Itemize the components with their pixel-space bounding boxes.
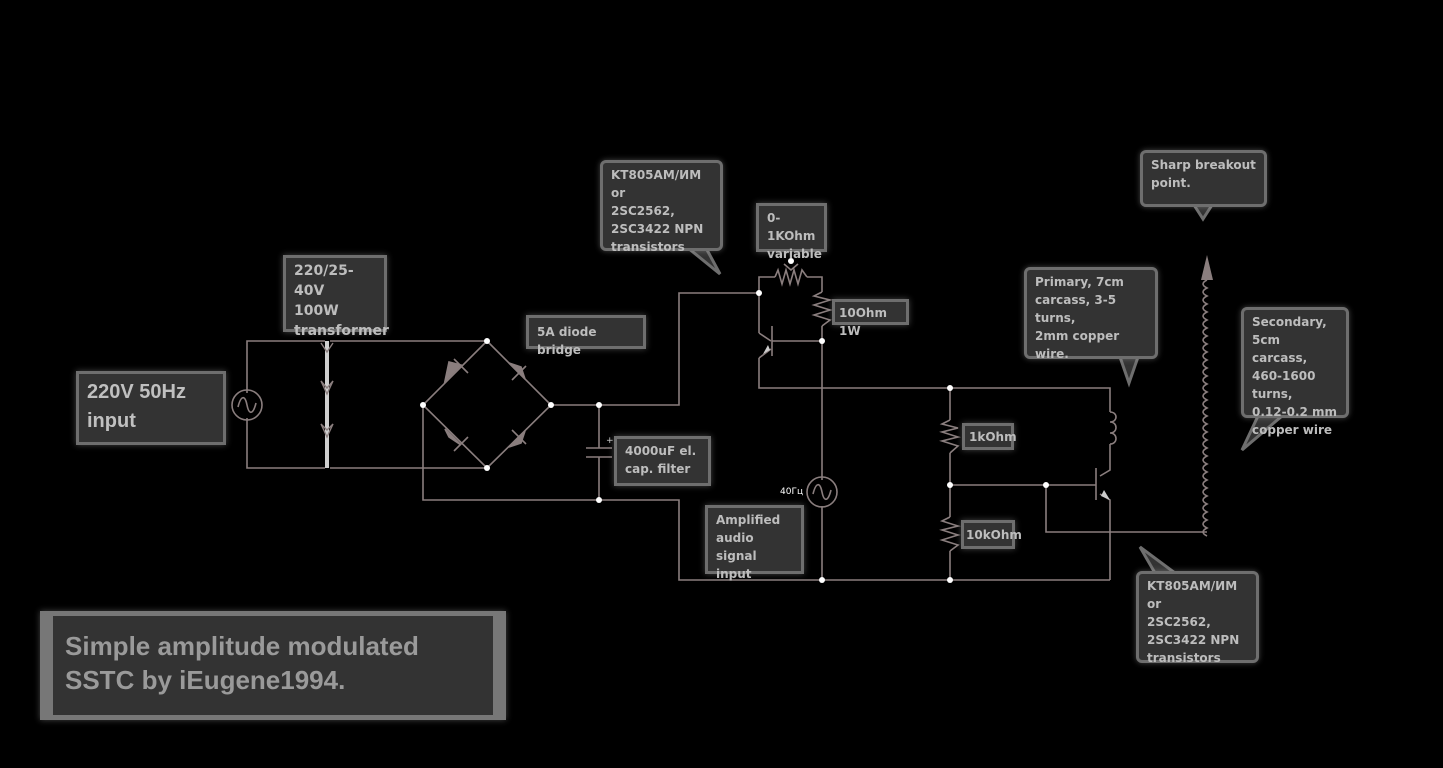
wire: [758, 332, 772, 342]
diagram-title: Simple amplitude modulated SSTC by iEuge…: [53, 616, 493, 715]
diode-icon: [443, 361, 463, 384]
diode-bridge-wires: [421, 340, 553, 470]
sine-wave-icon: [237, 396, 257, 414]
node: [947, 482, 953, 488]
wires: [246, 276, 1207, 581]
node: [1043, 482, 1049, 488]
diode-bar: [511, 365, 527, 381]
potentiometer-label: 0-1KOhm variable: [756, 203, 827, 261]
resistor-icon: [939, 516, 961, 552]
node: [548, 402, 554, 408]
primary-coil-label: Primary, 7cm carcass, 3-5 turns, 2mm cop…: [1024, 267, 1158, 361]
diode-icon: [508, 430, 526, 448]
resistor-icon: [811, 291, 833, 327]
diode-bar: [511, 429, 527, 445]
primary-coil-icon: [1109, 411, 1117, 445]
capacitor-label: 4000uF el. cap. filter: [614, 436, 711, 486]
diode-bar: [453, 358, 469, 374]
input-label: 220V 50Hz input: [76, 371, 226, 445]
bubble-tail: [1138, 545, 1180, 575]
wiper-icon: [783, 263, 799, 272]
node: [484, 465, 490, 471]
wire: [1045, 485, 1207, 533]
wire: [246, 418, 325, 469]
node: [596, 497, 602, 503]
diodes: [443, 358, 527, 452]
capacitor-icon: +: [586, 436, 614, 458]
node: [756, 290, 762, 296]
title-frame: Simple amplitude modulated SSTC by iEuge…: [40, 611, 506, 720]
bubble-tail: [1191, 203, 1215, 222]
potentiometer-icon: [774, 267, 808, 287]
wire: [807, 276, 823, 292]
secondary-coil-label: Secondary, 5cm carcass, 460-1600 turns, …: [1241, 307, 1349, 437]
bubble-tail: [1117, 355, 1141, 388]
breakout-point-icon: [1201, 255, 1213, 280]
diode-icon: [508, 362, 526, 380]
ac-source-icon: [806, 476, 838, 508]
svg-text:+: +: [606, 436, 614, 446]
secondary-coil-icon: [1202, 279, 1209, 537]
resistor-10k-label: 10kOhm: [961, 520, 1022, 549]
diode-bar: [453, 436, 469, 452]
breakout-label: Sharp breakout point.: [1140, 150, 1267, 207]
node: [819, 577, 825, 583]
wire: [1099, 493, 1111, 580]
emitter-arrow-icon: [1101, 490, 1110, 500]
diode-bridge-label: 5A diode bridge: [526, 315, 646, 357]
transistor-top-label: KT805AM/ИМ or 2SC2562, 2SC3422 NPN trans…: [600, 160, 723, 254]
node: [947, 577, 953, 583]
wire: [758, 276, 775, 293]
resistor-1k-label: 1kOhm: [962, 423, 1017, 450]
node: [819, 338, 825, 344]
wire: [758, 358, 1111, 412]
transformer-label: 220/25-40V 100W transformer: [283, 255, 389, 339]
bubble-tail: [683, 246, 722, 276]
emitter-arrow-icon: [763, 345, 770, 354]
node: [947, 385, 953, 391]
node: [788, 258, 794, 264]
wire: [551, 292, 759, 406]
sine-wave-icon: [812, 483, 832, 501]
ac-source-icon: [231, 389, 263, 421]
node: [420, 402, 426, 408]
transformer-icon: [320, 341, 334, 468]
transistor-bottom-label: KT805AM/ИМ or 2SC2562, 2SC3422 NPN trans…: [1136, 571, 1259, 665]
diode-icon: [444, 428, 462, 446]
wire: [1099, 444, 1111, 477]
junction-nodes: [420, 258, 1049, 583]
wire: [246, 340, 325, 393]
resistor-icon: [939, 419, 961, 454]
signal-frequency-label: 40Гц: [780, 487, 804, 497]
node: [484, 338, 490, 344]
audio-input-label: Amplified audio signal input: [705, 505, 804, 581]
node: [596, 402, 602, 408]
resistor-10ohm-label: 10Ohm 1W: [832, 299, 909, 338]
